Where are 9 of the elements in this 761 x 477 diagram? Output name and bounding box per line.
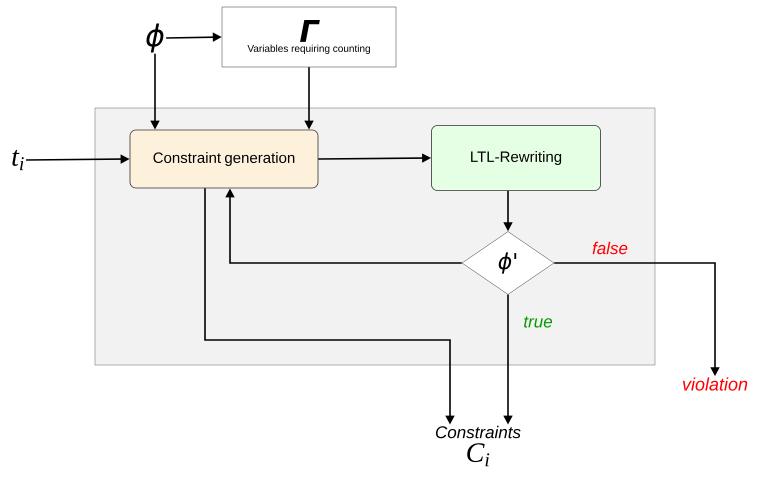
process-box: LTL-Rewriting — [431, 125, 601, 191]
process-box: Constraint generation — [130, 130, 318, 188]
edge-label: true — [524, 316, 552, 328]
variables-box: Γ Variables requiring counting — [222, 6, 396, 68]
output-label: Constraints C$_{i}$ — [436, 426, 521, 466]
input-symbol: t$_{i}$ — [12, 150, 24, 170]
output-label: violation — [682, 377, 748, 391]
input-symbol: ϕ — [146, 24, 164, 53]
edge-label: false — [592, 242, 628, 254]
